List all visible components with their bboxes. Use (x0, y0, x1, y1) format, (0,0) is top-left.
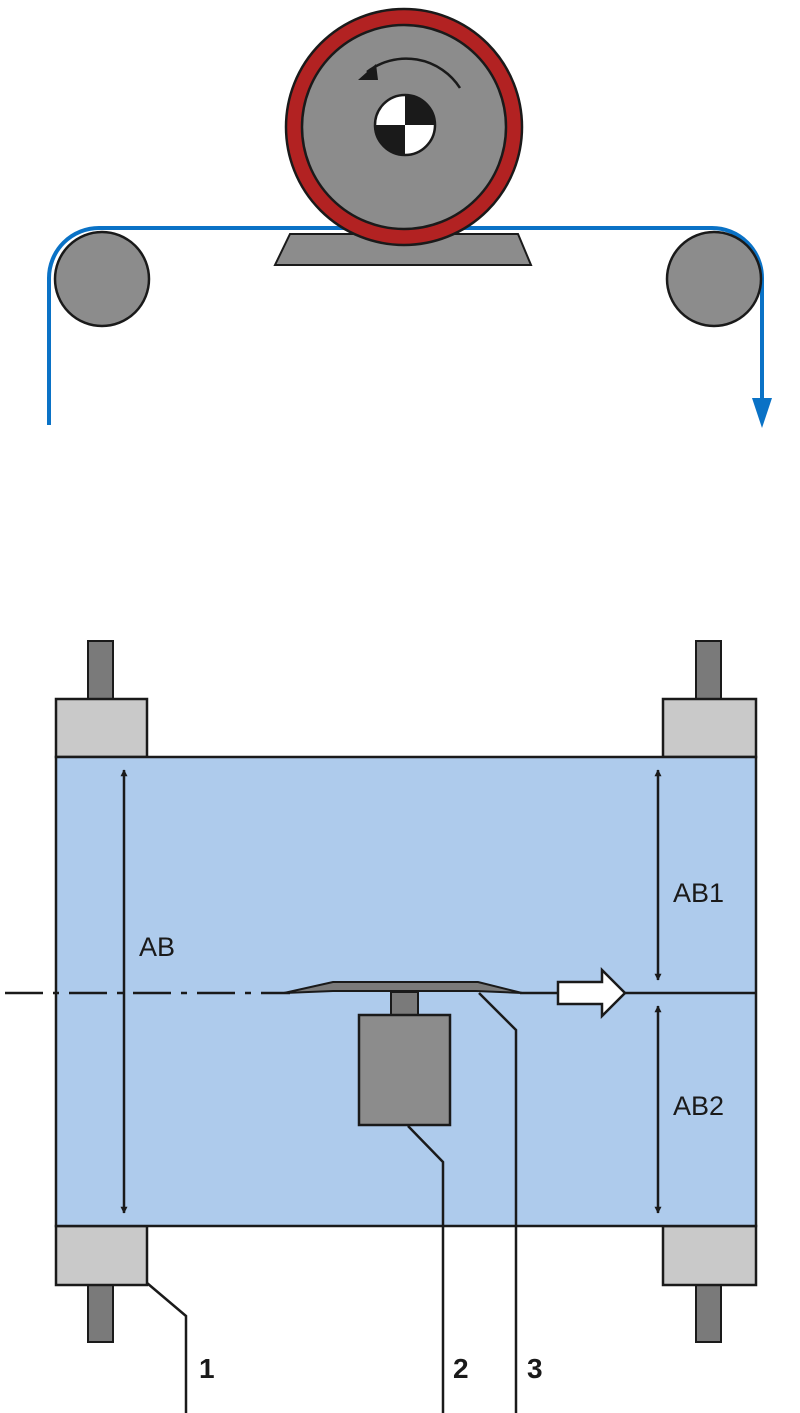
bearing-top-left (54, 697, 149, 759)
callout-leader-3 (478, 992, 518, 1413)
ab2-label: AB2 (673, 1091, 724, 1121)
rotation-arrowhead (358, 64, 378, 80)
bearing-top-right (661, 697, 758, 759)
shaft-bottom-left (87, 1284, 114, 1343)
movement-arrow-icon (556, 966, 627, 1020)
shaft-top-right (695, 640, 722, 702)
callout-number-3: 3 (527, 1353, 543, 1384)
left-guide-roller (53, 230, 151, 328)
bearing-bottom-left (54, 1224, 149, 1287)
rotation-arrow (366, 57, 462, 89)
shaft-bottom-right (695, 1284, 722, 1343)
callout-leader-2 (407, 1125, 445, 1413)
sensor-plate (283, 981, 523, 994)
shaft-top-left (87, 640, 114, 702)
center-mark-icon (373, 93, 437, 157)
right-guide-roller (665, 230, 763, 328)
side-view (47, 7, 772, 428)
web-direction-arrow (752, 398, 772, 428)
callout-leader-1 (146, 1282, 188, 1413)
ab1-label: AB1 (673, 878, 724, 908)
sensor-stem (390, 991, 419, 1016)
top-view: AB AB1 AB2 1 2 3 (5, 640, 758, 1413)
bearing-bottom-right (661, 1224, 758, 1287)
callout-number-2: 2 (453, 1353, 469, 1384)
callout-number-1: 1 (199, 1353, 215, 1384)
ab-label: AB (139, 932, 175, 962)
sensor-body (357, 1013, 452, 1127)
